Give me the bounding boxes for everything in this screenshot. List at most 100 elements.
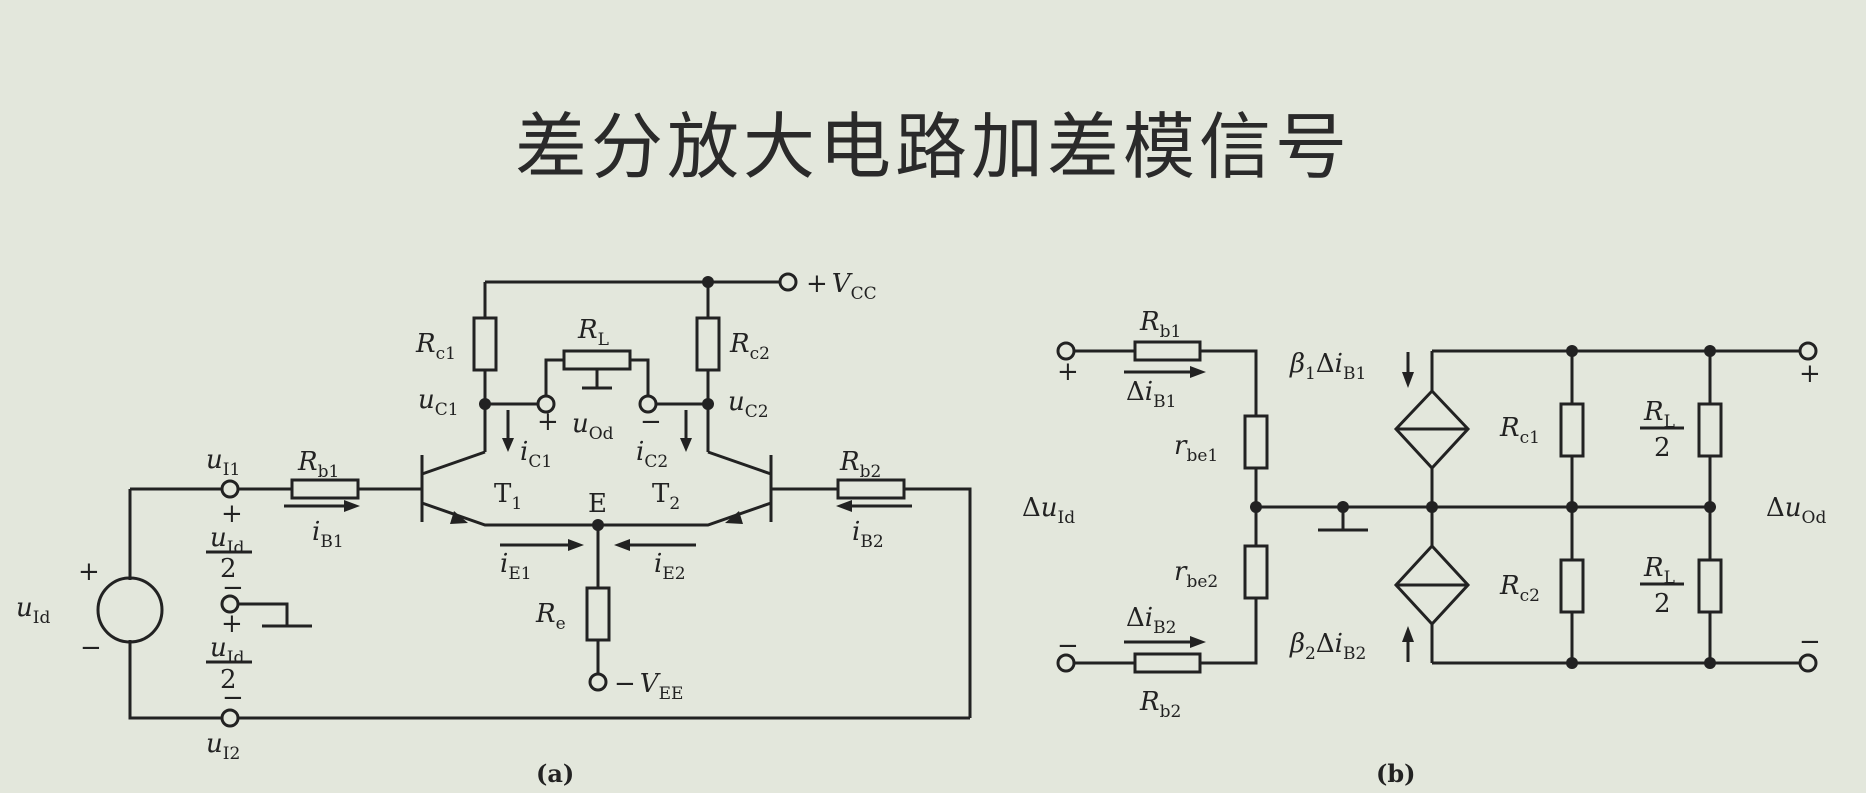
lower-half-plus: + <box>221 609 243 639</box>
b-top-left-wire <box>1074 349 1258 507</box>
b-duid-label: ΔuId <box>1022 493 1075 528</box>
uod-label: uOd <box>572 409 614 444</box>
b-rbe1-label: rbe1 <box>1174 431 1218 466</box>
uid-minus-sign: − <box>80 633 102 663</box>
midpoint-ground <box>238 602 312 628</box>
b-source1-arrowhead <box>1402 372 1414 388</box>
t2-collector-emitter <box>600 450 772 527</box>
rl-wire <box>544 358 650 396</box>
b-dib2-arrowhead <box>1190 636 1206 648</box>
b-rb2-resistor <box>1133 652 1202 674</box>
b-input-plus-sign: + <box>1057 357 1079 387</box>
b-rl-lower-numerator: RL <box>1643 553 1675 588</box>
t2-label: T2 <box>652 479 680 514</box>
b-output-plus-terminal <box>1798 341 1818 361</box>
b-bottom-left-wire <box>1200 507 1258 665</box>
ui2-terminal <box>220 708 240 728</box>
ie2-label: iE2 <box>654 549 686 584</box>
ui1-terminal <box>220 479 240 499</box>
ui2-label: uI2 <box>206 729 240 764</box>
rb2-label: Rb2 <box>839 447 881 482</box>
upper-half-denominator: 2 <box>220 554 237 584</box>
b-rl-upper-denominator: 2 <box>1654 433 1671 463</box>
rl-label: RL <box>577 315 609 350</box>
vee-terminal <box>588 672 608 692</box>
b-rbe2-resistor <box>1243 544 1269 600</box>
b-rc2-label: Rc2 <box>1499 571 1540 606</box>
slide-title: 差分放大电路加差模信号 <box>514 105 1351 189</box>
rl-resistor <box>562 349 632 371</box>
b-rc2-resistor <box>1559 558 1585 614</box>
rb1-resistor <box>290 478 360 500</box>
b-dib1-label: ΔiB1 <box>1126 377 1176 412</box>
b-rb2-label: Rb2 <box>1139 687 1181 722</box>
rc2-resistor <box>695 316 721 372</box>
b-rl-lower-denominator: 2 <box>1654 589 1671 619</box>
b-source2-arrowhead <box>1402 626 1414 642</box>
b-source2-label: β2ΔiB2 <box>1289 629 1366 664</box>
uid-label: uId <box>16 593 50 628</box>
ic1-label: iC1 <box>520 437 552 472</box>
lower-half-minus: − <box>222 683 244 713</box>
b-rc1-resistor <box>1559 402 1585 458</box>
uid-source <box>96 576 164 644</box>
rb2-wire <box>771 487 972 718</box>
b-source1-label: β1ΔiB1 <box>1289 349 1366 384</box>
rc1-label: Rc1 <box>415 329 456 364</box>
b-input-minus-sign: − <box>1057 631 1079 661</box>
b-dib1-arrowhead <box>1190 366 1206 378</box>
b-rbe2-label: rbe2 <box>1174 557 1218 592</box>
b-source2-diamond <box>1393 543 1471 627</box>
rb1-label: Rb1 <box>297 447 339 482</box>
vcc-terminal <box>778 272 798 292</box>
rc2-label: Rc2 <box>729 329 770 364</box>
uc2-label: uC2 <box>728 387 769 422</box>
b-rl-upper-resistor <box>1697 402 1723 458</box>
ie2-arrowhead <box>614 539 630 551</box>
b-output-plus-sign: + <box>1799 359 1821 389</box>
b-ground-symbol <box>1318 507 1368 532</box>
uod-minus-sign: − <box>640 407 662 437</box>
uc1-label: uC1 <box>418 385 459 420</box>
caption-b: (b) <box>1376 759 1416 788</box>
ib1-arrowhead <box>344 500 360 512</box>
ic1-arrowhead <box>502 438 514 452</box>
circuit-b: + − ΔuId Rb1 ΔiB1 rbe1 rbe2 <box>1022 307 1826 788</box>
b-output-minus-sign: − <box>1799 627 1821 657</box>
ie1-label: iE1 <box>500 549 532 584</box>
b-rb1-label: Rb1 <box>1139 307 1181 342</box>
b-rl-upper-numerator: RL <box>1643 397 1675 432</box>
re-resistor <box>585 586 611 642</box>
rb2-resistor <box>836 478 906 500</box>
input-loop-wire <box>128 487 970 720</box>
lower-half-denominator: 2 <box>220 665 237 695</box>
b-dib2-label: ΔiB2 <box>1126 603 1176 638</box>
b-duod-label: ΔuOd <box>1766 493 1826 528</box>
caption-a: (a) <box>536 759 574 788</box>
vcc-label: +VCC <box>806 269 877 304</box>
ui1-label: uI1 <box>206 445 240 480</box>
uid-plus-sign: + <box>78 557 100 587</box>
uod-plus-sign: + <box>537 407 559 437</box>
ic2-label: iC2 <box>636 437 668 472</box>
b-rbe1-resistor <box>1243 414 1269 470</box>
ic2-arrowhead <box>680 438 692 452</box>
circuit-a: +VCC Rc1 uC1 Rc2 uC2 RL + − uOd <box>16 269 972 788</box>
t1-emitter-arrow <box>450 511 468 524</box>
t1-collector-emitter <box>421 450 600 527</box>
rc1-resistor <box>472 316 498 372</box>
b-rl-lower-resistor <box>1697 558 1723 614</box>
ib2-arrowhead <box>836 500 852 512</box>
re-label: Re <box>535 599 566 634</box>
b-rb1-resistor <box>1133 340 1202 362</box>
vee-label: −VEE <box>614 669 683 704</box>
rl-midpoint-ground <box>582 369 612 390</box>
ie1-arrowhead <box>568 539 584 551</box>
b-rc1-label: Rc1 <box>1499 413 1540 448</box>
t1-label: T1 <box>494 479 522 514</box>
t2-emitter-arrow <box>725 511 743 524</box>
b-source1-diamond <box>1393 388 1471 471</box>
upper-half-plus: + <box>221 499 243 529</box>
